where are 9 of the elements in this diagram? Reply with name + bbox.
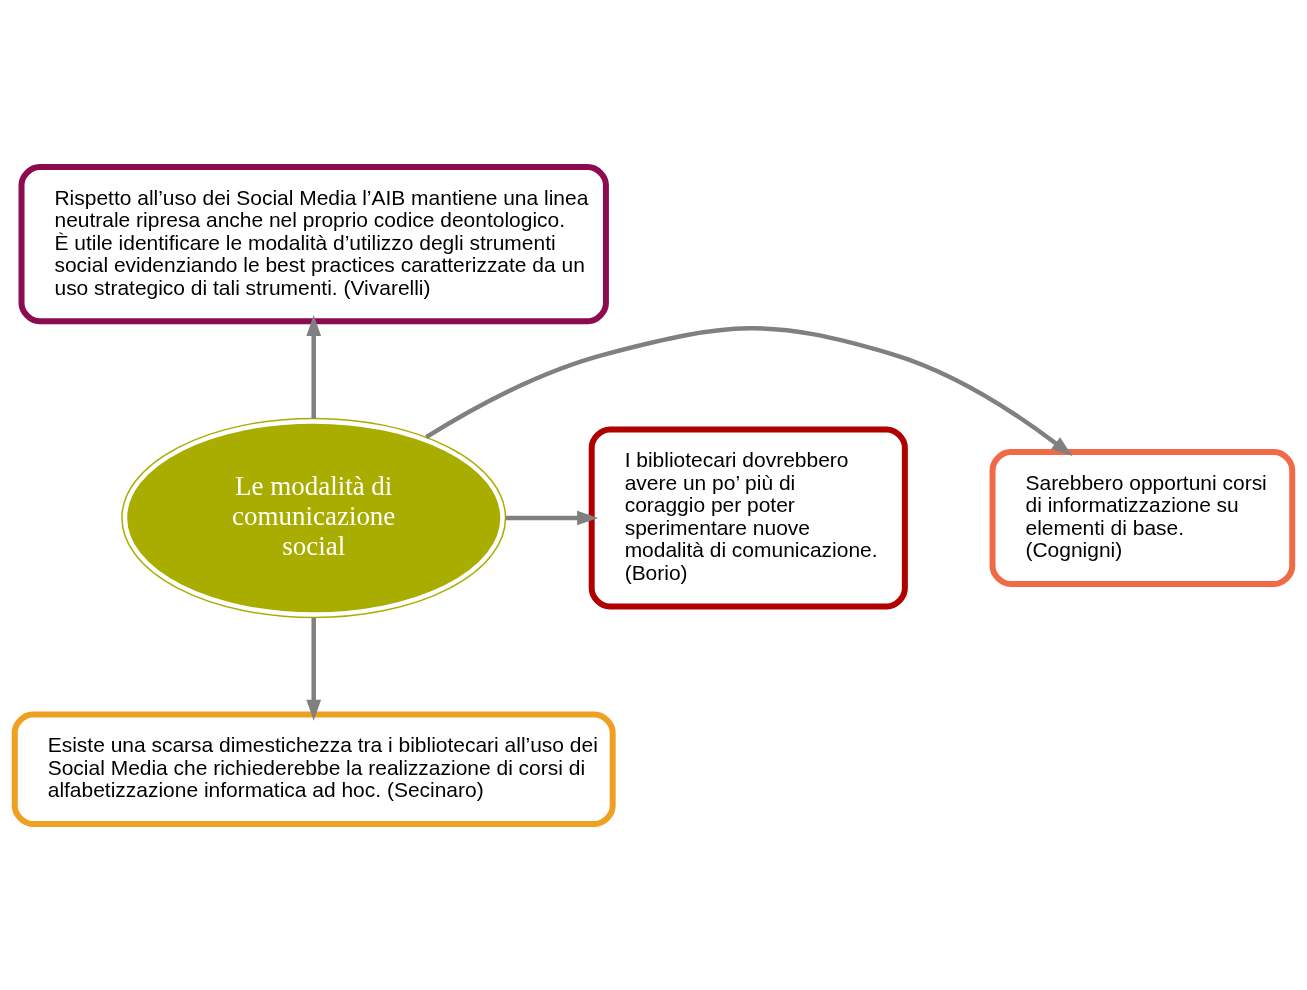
node-ellipse: Le modalità di comunicazione social xyxy=(121,417,507,618)
node-box: I bibliotecari dovrebbero avere un po’ più di coraggio per poter sperimentare nuove modalità di comunicazione. (Borio) xyxy=(588,426,908,609)
arrow xyxy=(306,617,322,721)
node-box: Esiste una scarsa dimestichezza tra i bibliotecari all’uso dei Social Media che richiederebbe la realizzazione di corsi di alfabetizzazione informatica ad hoc. (Secinaro) xyxy=(11,711,616,827)
node-box: Rispetto all’uso dei Social Media l’AIB mantiene una linea neutrale ripresa anche nel proprio codice deontologico. È utile identificare le modalità d’utilizzo degli strumenti social evidenziando le best practices caratterizzate da un uso strategico di tali strumenti. (Vivarelli) xyxy=(18,163,609,324)
arrow xyxy=(306,314,322,419)
node-box: Sarebbero opportuni corsi di informatizzazione su elementi di base. (Cognigni) xyxy=(989,448,1296,587)
arrow xyxy=(425,325,1073,456)
arrow xyxy=(505,510,599,525)
